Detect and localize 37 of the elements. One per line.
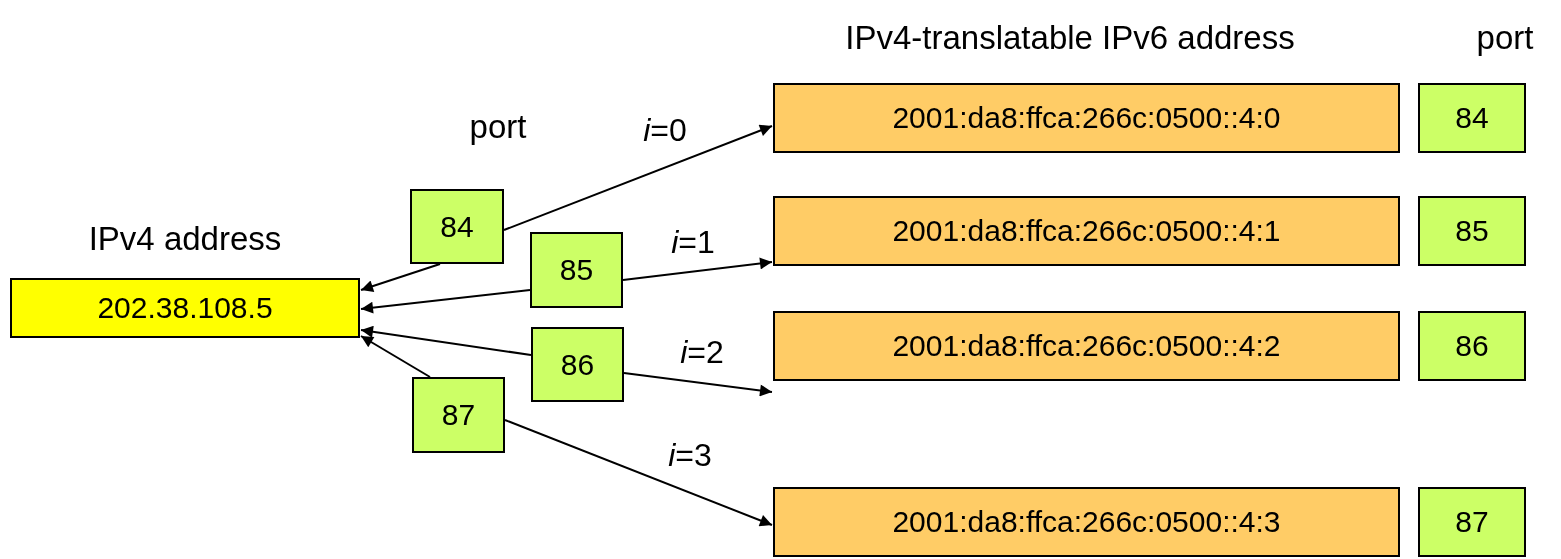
value-text: 84 — [1455, 101, 1489, 135]
port-box — [1418, 196, 1526, 266]
value-text: 86 — [1455, 329, 1489, 363]
arrow — [623, 372, 773, 397]
value-text: 2001:da8:ffca:266c:0500::4:1 — [892, 214, 1281, 248]
value-text: 84 — [440, 209, 474, 244]
arrow — [360, 263, 441, 292]
address-box — [773, 83, 1400, 153]
arrow — [503, 124, 773, 231]
value-text: 2001:da8:ffca:266c:0500::4:3 — [892, 505, 1281, 539]
column-heading: port — [469, 108, 527, 146]
value-text: 2001:da8:ffca:266c:0500::4:2 — [892, 329, 1281, 363]
value-text: 86 — [560, 347, 595, 382]
address-box — [773, 196, 1400, 266]
port-box — [531, 327, 624, 402]
value-text: 2001:da8:ffca:266c:0500::4:0 — [892, 101, 1281, 135]
port-box — [410, 189, 504, 264]
value-text: 87 — [441, 398, 476, 432]
value-text: 85 — [1455, 214, 1489, 248]
value-text: 85 — [559, 253, 594, 287]
value-text: 87 — [1455, 505, 1489, 539]
arrow — [622, 257, 773, 281]
port-box — [530, 232, 623, 308]
address-box — [773, 311, 1400, 381]
port-box — [1418, 83, 1526, 153]
column-heading: port — [1476, 19, 1534, 57]
heading: IPv4 address — [88, 220, 282, 258]
port-box — [412, 377, 505, 453]
address-box — [773, 487, 1400, 557]
arrow — [360, 289, 531, 314]
value-text: 202.38.108.5 — [97, 291, 273, 325]
column-heading: IPv4-translatable IPv6 address — [845, 19, 1295, 57]
arrow — [360, 335, 431, 378]
arrow — [504, 419, 773, 527]
port-box — [1418, 311, 1526, 381]
port-box — [1418, 487, 1526, 557]
arrow — [360, 325, 532, 356]
